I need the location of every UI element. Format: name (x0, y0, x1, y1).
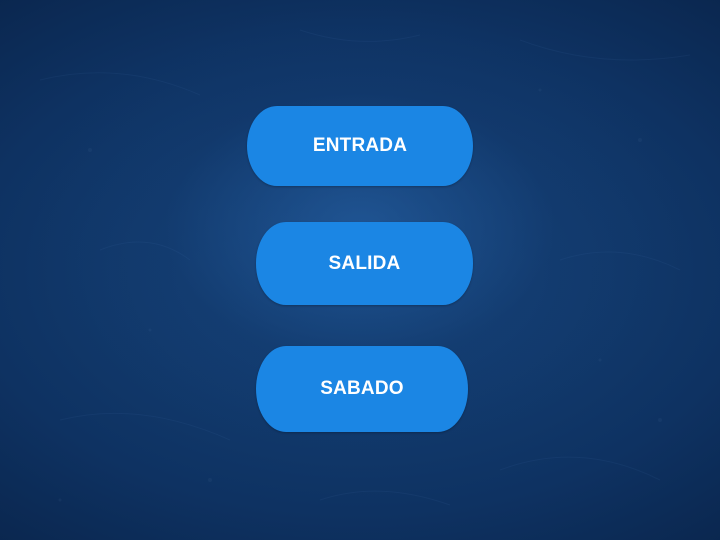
sabado-button[interactable]: SABADO (256, 346, 468, 432)
entrada-button-label: ENTRADA (312, 135, 408, 156)
sabado-button-label: SABADO (320, 378, 404, 399)
salida-button-label: SALIDA (328, 252, 401, 274)
salida-button[interactable]: SALIDA (256, 222, 473, 305)
entrada-button[interactable]: ENTRADA (247, 106, 473, 186)
